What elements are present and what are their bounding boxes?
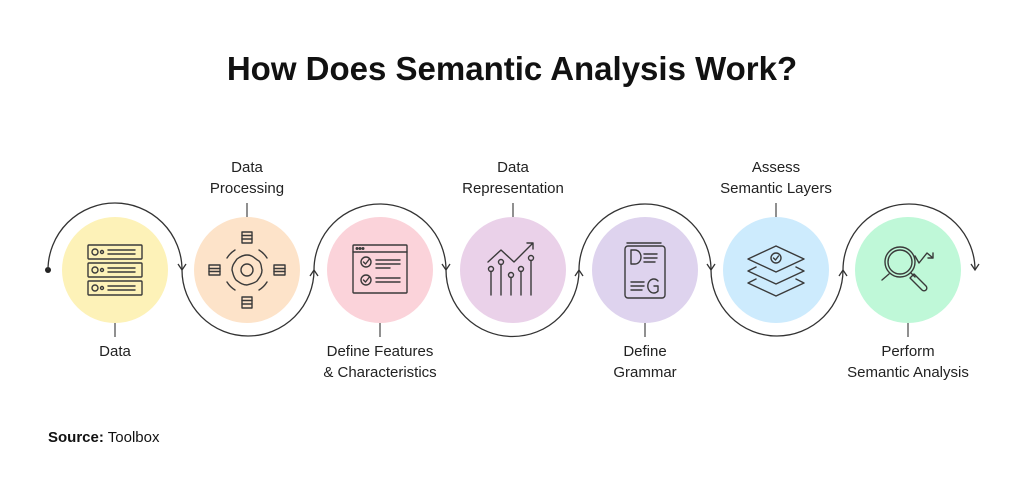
server-rack-icon [87,244,143,296]
step-1: Data [62,217,168,360]
step-label: Representation [462,180,564,197]
step-label: Perform [881,343,934,360]
step-3: Define Features & Characteristics [323,217,437,381]
layers-check-icon [747,245,805,297]
arrow-up-icon [574,268,584,277]
step-label: Semantic Analysis [847,364,969,381]
step-label: Data [497,159,529,176]
step-circle [62,217,168,323]
trend-chart-icon [487,242,535,296]
step-label: Define Features [327,343,434,360]
step-label: Assess [752,159,800,176]
arrow-down-icon [441,263,451,272]
step-label: Processing [210,180,284,197]
arrow-down-icon [706,263,716,272]
step-circle [592,217,698,323]
step-circle [723,217,829,323]
grammar-document-icon [624,242,666,299]
step-circle [327,217,433,323]
source-value: Toolbox [108,429,160,446]
flow-path [45,202,980,338]
step-circle [194,217,300,323]
step-label: Data [231,159,263,176]
step-label: Data [99,343,131,360]
step-label: Grammar [613,364,676,381]
step-label: Semantic Layers [720,180,832,197]
page-title: How Does Semantic Analysis Work? [227,50,797,87]
source-label: Source: [48,429,104,446]
gear-network-icon [208,231,286,309]
source-note: Source: Toolbox [48,429,160,446]
step-label: & Characteristics [323,364,436,381]
step-label: Define [623,343,666,360]
arrow-up-icon [309,268,319,277]
magnifier-trend-icon [881,246,934,292]
checklist-window-icon [352,244,408,294]
arrow-up-icon [838,268,848,277]
arrow-down-icon [970,263,980,272]
step-circle [460,217,566,323]
arrow-down-icon [177,263,187,272]
